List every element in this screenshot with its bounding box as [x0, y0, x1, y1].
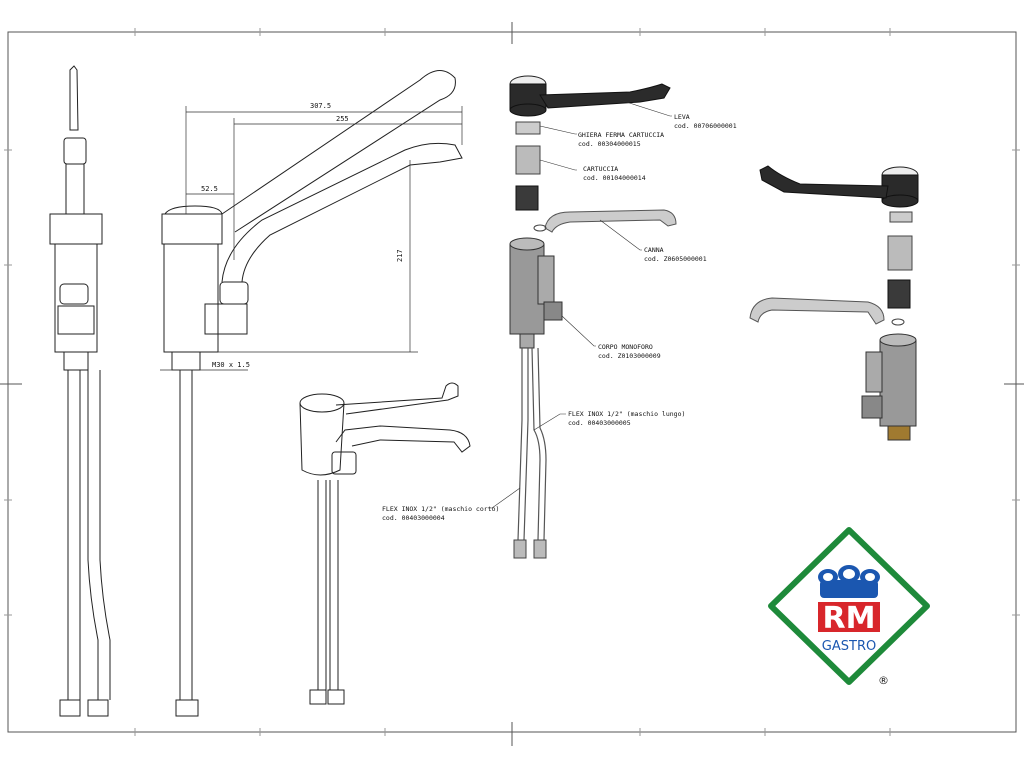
part-code: cod. Z0103000009: [598, 352, 661, 360]
part-label-cartridge: CARTUCCIA cod. 00104000014: [583, 165, 646, 182]
side-view-drawing: [161, 70, 463, 717]
part-name: FLEX INOX 1/2" (maschio corto): [382, 505, 499, 513]
part-label-spout: CANNA cod. Z0605000001: [644, 246, 707, 263]
logo-sub-text: GASTRO: [822, 639, 876, 654]
part-label-flex-short: FLEX INOX 1/2" (maschio corto) cod. 0040…: [382, 505, 499, 522]
part-name: CORPO MONOFORO: [598, 343, 653, 351]
part-code: cod. 00403000005: [568, 419, 631, 427]
isometric-view-drawing: [299, 382, 471, 705]
front-view-drawing: [49, 65, 111, 717]
dimension-height: 217: [396, 249, 404, 262]
dimension-offset: 52.5: [201, 185, 218, 193]
part-label-flex-long: FLEX INOX 1/2" (maschio lungo) cod. 0040…: [568, 410, 685, 427]
part-code: cod. 00403000004: [382, 514, 445, 522]
part-code: cod. 00706000001: [674, 122, 737, 130]
part-label-lever: LEVA cod. 00706000001: [674, 113, 737, 130]
rm-gastro-logo: RM GASTRO ®: [768, 527, 930, 687]
part-name: GHIERA FERMA CARTUCCIA: [578, 131, 664, 139]
part-name: FLEX INOX 1/2" (maschio lungo): [568, 410, 685, 418]
part-code: cod. 00104000014: [583, 174, 646, 182]
part-label-body: CORPO MONOFORO cod. Z0103000009: [598, 343, 661, 360]
exploded-view-drawing: [509, 75, 677, 559]
part-name: LEVA: [674, 113, 690, 121]
dimension-reach: 255: [336, 115, 349, 123]
part-name: CARTUCCIA: [583, 165, 618, 173]
part-name: CANNA: [644, 246, 664, 254]
secondary-exploded-view: [749, 165, 919, 441]
dimension-overall: 307.5: [310, 102, 331, 110]
sheet-border: [0, 22, 1024, 746]
part-label-ring-nut: GHIERA FERMA CARTUCCIA cod. 00304000015: [578, 131, 664, 148]
leader-lines: [488, 99, 672, 509]
logo-brand-text: RM: [823, 601, 876, 636]
part-code: cod. Z0605000001: [644, 255, 707, 263]
dimension-lines: [160, 106, 463, 371]
dimension-thread: M30 x 1.5: [212, 361, 250, 369]
part-code: cod. 00304000015: [578, 140, 641, 148]
registered-mark: ®: [878, 674, 889, 687]
